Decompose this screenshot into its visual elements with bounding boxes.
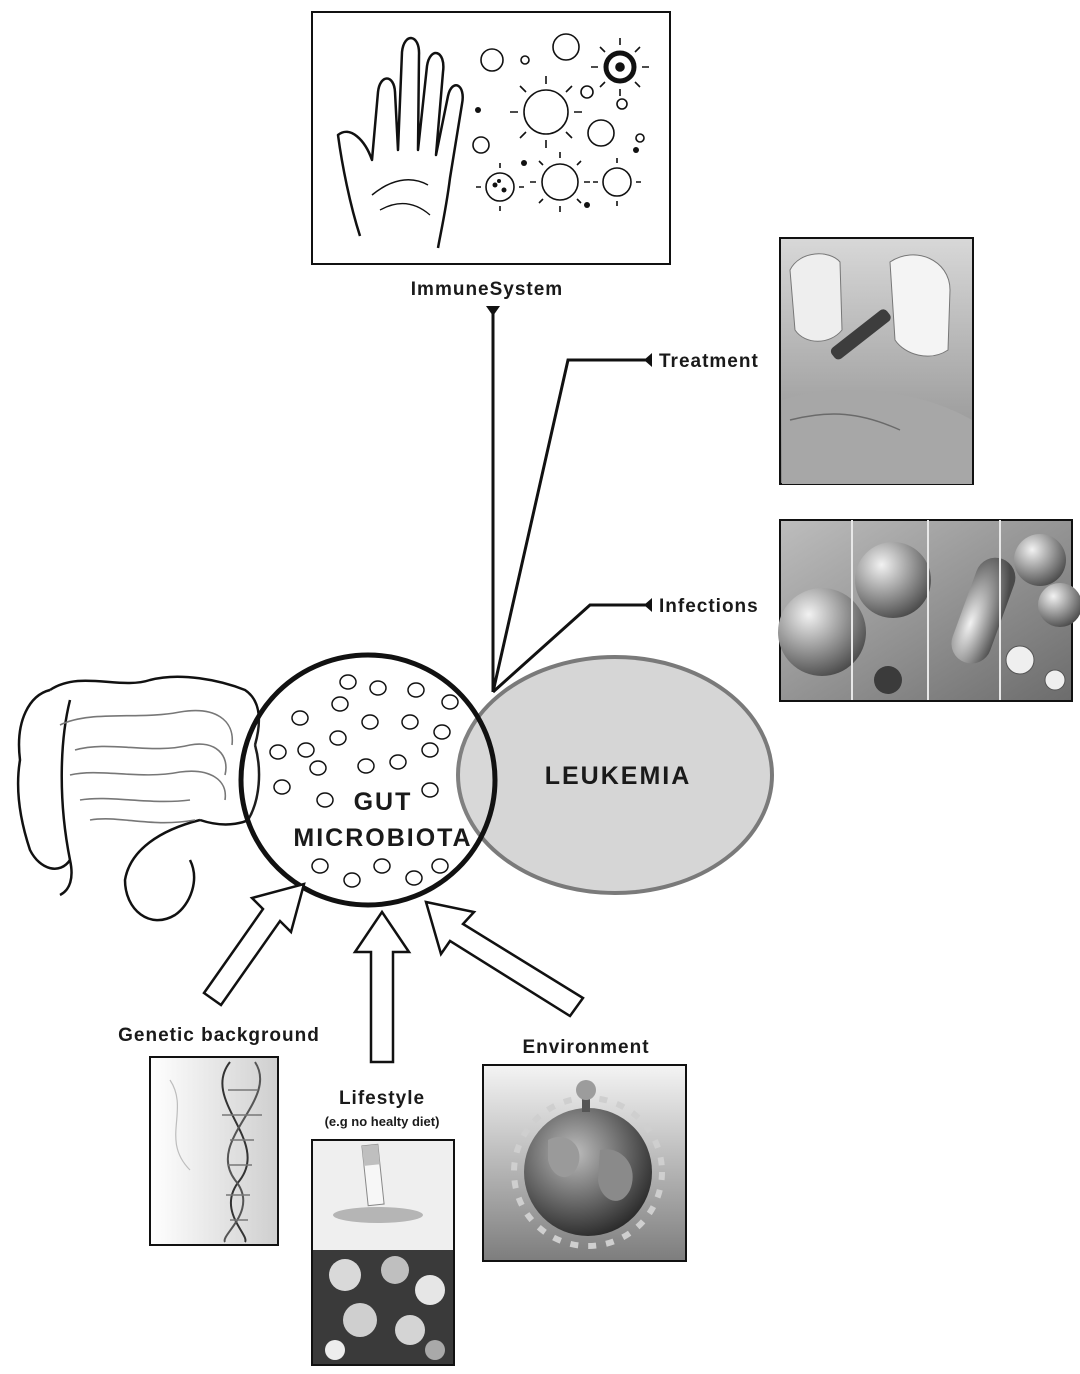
- immune-system-panel: [311, 11, 671, 265]
- genetic-photo: [149, 1056, 279, 1246]
- infections-photo: [778, 519, 1080, 702]
- arrow-icon: [202, 882, 585, 1064]
- treatment-label: Treatment: [659, 351, 759, 372]
- gut-label-line1: GUT: [354, 788, 413, 816]
- environment-label: Environment: [522, 1037, 649, 1058]
- infections-connector-line: [491, 603, 650, 694]
- environment-photo: [482, 1064, 687, 1262]
- treatment-connector-line: [491, 358, 650, 693]
- gut-microbiota-circle: [238, 652, 498, 908]
- hand-icon: [336, 36, 464, 249]
- infections-label: Infections: [659, 596, 759, 617]
- immune-system-label: ImmuneSystem: [411, 279, 563, 300]
- treatment-photo: [779, 237, 974, 485]
- leukemia-circle: [456, 655, 774, 895]
- lifestyle-note: (e.g no healty diet): [325, 1114, 440, 1129]
- lifestyle-label: Lifestyle: [339, 1088, 425, 1109]
- leukemia-label: LEUKEMIA: [545, 762, 692, 790]
- microbe-dots: [269, 674, 459, 888]
- intestine-icon: [16, 675, 261, 922]
- genetic-background-label: Genetic background: [118, 1025, 320, 1046]
- lifestyle-photo: [311, 1139, 455, 1366]
- gut-label-line2: MICROBIOTA: [293, 824, 472, 852]
- virus-icon: [472, 33, 645, 202]
